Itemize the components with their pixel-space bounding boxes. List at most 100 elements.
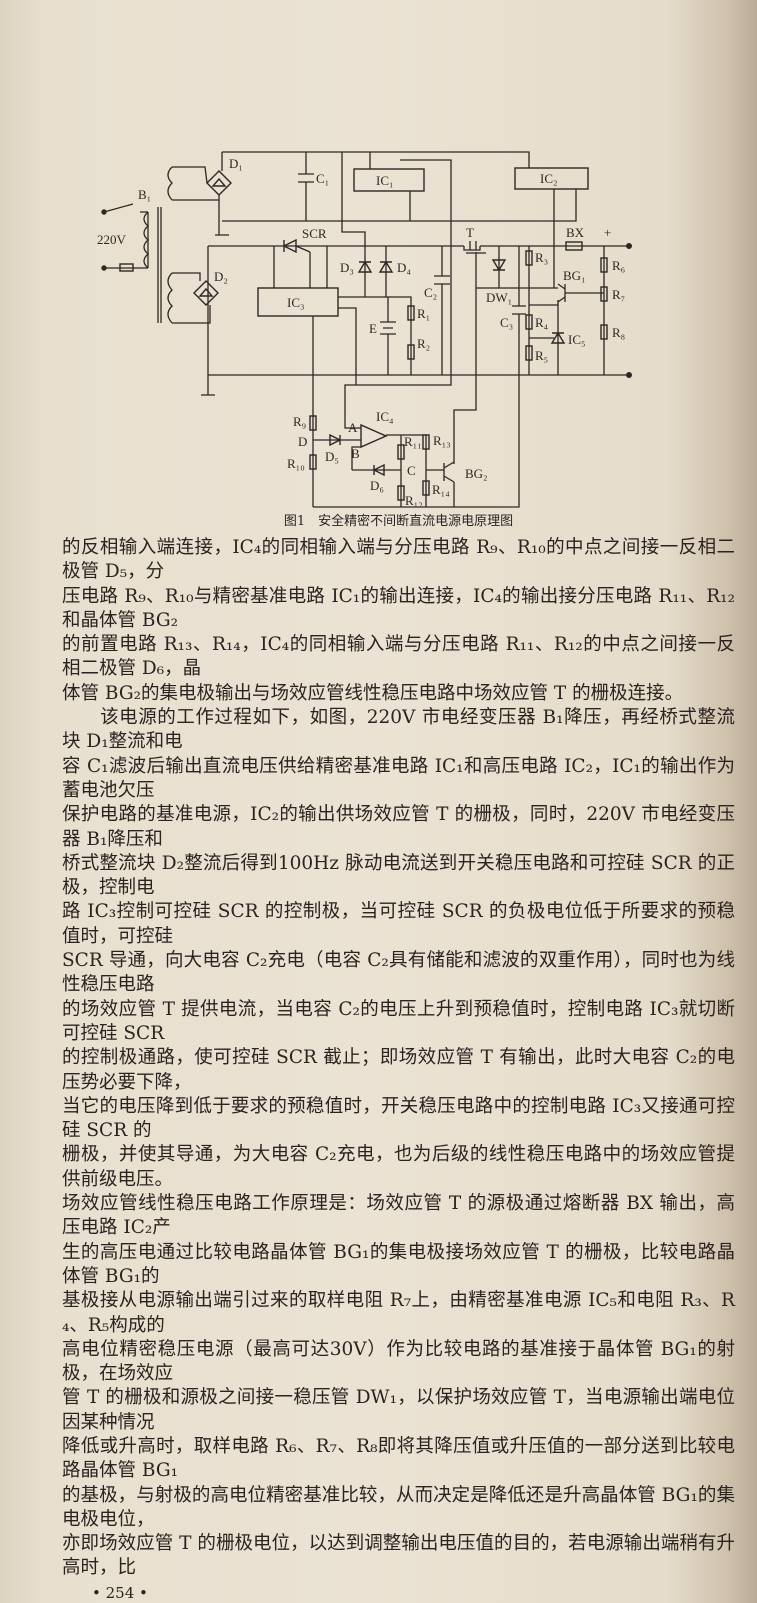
label: D₂ — [214, 269, 228, 284]
transformer-secondary-coil-2 — [167, 272, 173, 324]
label: BG₂ — [465, 466, 488, 481]
text-line: 的反相输入端连接，IC₄的同相输入端与分压电路 R₉、R₁₀的中点之间接一反相二… — [62, 537, 735, 583]
label: R₉ — [293, 414, 306, 429]
label: R₁₀ — [287, 456, 305, 471]
fuse-bx — [565, 241, 583, 251]
text-line: 该电源的工作过程如下，如图，220V 市电经变压器 B₁降压，再经桥式整流块 D… — [62, 707, 735, 753]
label: BG₁ — [563, 268, 586, 283]
ic3-box — [257, 287, 339, 317]
capacitor-c2 — [434, 275, 450, 285]
label: D — [298, 434, 307, 449]
resistor-r8 — [600, 324, 608, 340]
label: IC₂ — [540, 171, 558, 186]
bridge-d2 — [193, 280, 219, 306]
label: R₄ — [535, 315, 549, 330]
label: R₃ — [535, 250, 548, 265]
circuit-diagram: D₁ C₁ IC₁ IC₂ B₁ 220V SCR D₂ IC₃ D₃ D₄ C… — [97, 151, 632, 508]
transformer-secondary-coil-1 — [167, 166, 173, 201]
fuse — [119, 263, 134, 272]
comparator-ic4 — [360, 423, 388, 449]
resistor-r12 — [397, 485, 405, 501]
label: IC₃ — [287, 295, 305, 310]
text-line: 降低或升高时，取样电路 R₆、R₇、R₈即将其降压值或升压值的一部分送到比较电路… — [62, 1435, 735, 1482]
label: R₈ — [612, 325, 625, 340]
resistor-r5 — [525, 345, 533, 361]
label: R₁₂ — [405, 493, 423, 508]
wires — [103, 151, 629, 508]
diode-d6 — [372, 463, 385, 477]
label: D₃ — [340, 260, 354, 275]
body-text: 的反相输入端连接，IC₄的同相输入端与分压电路 R₉、R₁₀的中点之间接一反相二… — [62, 536, 735, 1603]
transformer-primary-coil — [143, 211, 149, 269]
text-line: 的基极，与射极的高电位精密基准比较，从而决定是降低还是升高晶体管 BG₁的集电极… — [62, 1484, 735, 1530]
text-line: 保护电路的基准电源，IC₂的输出供场效应管 T 的栅极，同时，220V 市电经变… — [62, 804, 735, 850]
diode-d5 — [329, 433, 342, 447]
resistor-r4 — [525, 314, 533, 330]
output-terminal-negative — [626, 372, 632, 378]
label: R₁ — [417, 306, 430, 321]
label: R₇ — [612, 287, 625, 302]
text-line: 栅极，并使其导通，为大电容 C₂充电，也为后级的线性稳压电路中的场效应管提供前级… — [62, 1144, 735, 1190]
resistor-r9 — [309, 415, 317, 431]
label: B — [351, 446, 360, 461]
ic2-box — [514, 167, 589, 190]
resistor-r13 — [422, 434, 430, 450]
battery-e — [380, 321, 396, 335]
text-line: 高电位精密稳压电源（最高可达30V）作为比较电路的基准接于晶体管 BG₁的射极，… — [62, 1338, 735, 1385]
text-line: 管 T 的栅极和源极之间接一稳压管 DW₁，以保护场效应管 T，当电源输出端电位… — [62, 1387, 735, 1433]
text-line: 生的高压电通过比较电路晶体管 BG₁的集电极接场效应管 T 的栅极，比较电路晶体… — [62, 1241, 735, 1287]
label: DW₁ — [486, 290, 512, 305]
label: R₁₃ — [433, 433, 451, 448]
components — [101, 166, 632, 501]
text-line: 基极接从电源输出端引过来的取样电阻 R₇上，由精密基准电源 IC₅和电阻 R₃、… — [62, 1290, 735, 1336]
label: R₁₄ — [432, 482, 450, 497]
resistor-r6 — [600, 257, 608, 273]
resistor-r10 — [309, 454, 317, 470]
label: D₆ — [370, 478, 384, 493]
label: D₄ — [397, 260, 411, 275]
label: T — [466, 225, 474, 240]
resistor-r14 — [422, 480, 430, 496]
text-line: 压电路 R₉、R₁₀与精密基准电路 IC₁的输出连接，IC₄的输出接分压电路 R… — [62, 585, 735, 631]
label: C — [407, 463, 416, 478]
bridge-d1 — [206, 170, 232, 196]
label: IC₄ — [376, 409, 394, 424]
text-line: 体管 BG₂的集电极输出与场效应管线性稳压电路中场效应管 T 的栅极连接。 — [62, 682, 684, 704]
label: B₁ — [138, 187, 151, 202]
text-line: 的场效应管 T 提供电流，当电容 C₂的电压上升到预稳值时，控制电路 IC₃就切… — [62, 998, 735, 1044]
resistor-r11 — [397, 444, 405, 460]
label: C₃ — [500, 315, 513, 330]
resistor-r3 — [525, 250, 533, 266]
scr — [282, 238, 311, 254]
text-line: 当它的电压降到低于要求的预稳值时，开关稳压电路中的控制电路 IC₃又接通可控硅 … — [62, 1095, 735, 1142]
resistor-r1 — [407, 305, 415, 321]
label: C₂ — [424, 285, 437, 300]
text-line: 场效应管线性稳压电路工作原理是：场效应管 T 的源极通过熔断器 BX 输出，高压… — [62, 1193, 735, 1239]
transistor-bg1 — [557, 283, 566, 303]
zener-dw1 — [491, 259, 507, 272]
label: R₅ — [535, 348, 548, 363]
label: C₁ — [316, 171, 329, 186]
label: E — [369, 321, 377, 336]
transistor-bg2 — [443, 461, 455, 483]
label: R₂ — [417, 336, 430, 351]
text-line: 的控制极通路，使可控硅 SCR 截止；即场效应管 T 有输出，此时大电容 C₂的… — [62, 1047, 735, 1093]
input-terminal — [101, 209, 107, 215]
resistor-r2 — [407, 344, 415, 360]
output-terminal-positive — [626, 243, 632, 249]
diode-d3 — [357, 260, 373, 273]
input-terminal — [101, 265, 107, 271]
label: IC₅ — [568, 332, 586, 347]
label: BX — [566, 225, 585, 240]
label: D₁ — [229, 156, 243, 171]
label: A — [348, 420, 358, 435]
text-line: 容 C₁滤波后输出直流电压供给精密基准电路 IC₁和高压电路 IC₂，IC₁的输… — [62, 755, 735, 801]
resistor-r7 — [600, 286, 608, 302]
text-line: 亦即场效应管 T 的栅极电位，以达到调整输出电压值的目的，若电源输出端稍有升高时… — [62, 1533, 735, 1579]
label: IC₁ — [376, 173, 394, 188]
ic1-box — [353, 168, 425, 192]
capacitor-c1 — [298, 173, 314, 183]
label: SCR — [302, 226, 327, 241]
text-line: 路 IC₃控制可控硅 SCR 的控制极，当可控硅 SCR 的负极电位低于所要求的… — [62, 901, 735, 947]
label: 220V — [97, 232, 127, 247]
